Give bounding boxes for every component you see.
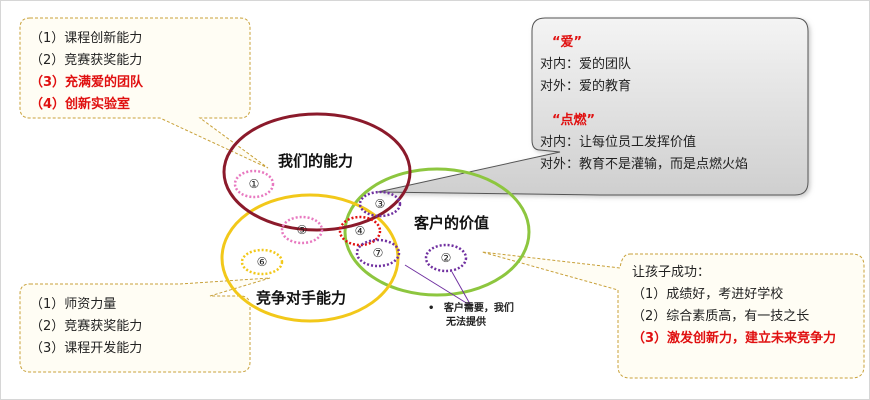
customer-value-item-1: （1）成绩好，考进好学校: [632, 287, 784, 302]
circle-customer-value: [343, 167, 531, 297]
note-line-1: 客户需要，我们: [443, 303, 514, 314]
our-ability-title: 我们的能力: [278, 152, 354, 170]
callout-bottom-left-shape: [19, 277, 271, 373]
customer-value-item-2: （2）综合素质高，有一技之长: [632, 309, 810, 324]
circle-our-ability: [222, 112, 412, 232]
region-1-label: ①: [248, 177, 260, 191]
callout-top-left-shape: [19, 17, 269, 169]
ignite-outer: 对外：教育不是灌输，而是点燃火焰: [540, 157, 749, 172]
our-ability-item-2: （2）竞赛获奖能力: [30, 53, 143, 68]
ignite-inner: 对内：让每位员工发挥价值: [540, 135, 697, 150]
love-inner: 对内：爱的团队: [540, 57, 632, 72]
region-6-label: ⑥: [256, 255, 268, 269]
region-5-label: ⑤: [296, 223, 308, 237]
competitor-item-2: （2）竞赛获奖能力: [30, 319, 143, 334]
our-ability-item-4: （4）创新实验室: [30, 97, 131, 112]
callout-bottom-right-shape: [481, 251, 865, 379]
note-pointer-line-2: [451, 271, 471, 305]
our-ability-item-1: （1）课程创新能力: [30, 31, 143, 46]
marker-6: [240, 248, 284, 276]
marker-4: [338, 215, 382, 247]
love-title: “爱”: [552, 35, 583, 50]
callout-top-left-text: （1）课程创新能力 （2）竞赛获奖能力 （3）充满爱的团队 （4）创新实验室: [30, 28, 143, 116]
region-2-label: ②: [440, 251, 452, 265]
love-outer: 对外：爱的教育: [540, 79, 632, 94]
callout-bottom-right-text: 让孩子成功： （1）成绩好，考进好学校 （2）综合素质高，有一技之长 （3）激发…: [632, 262, 836, 350]
ignite-title: “点燃”: [552, 113, 596, 128]
customer-value-heading: 让孩子成功：: [632, 265, 711, 280]
note-pointer-line-1: [404, 264, 469, 305]
marker-2: [424, 243, 468, 273]
callout-bottom-left-text: （1）师资力量 （2）竞赛获奖能力 （3）课程开发能力: [30, 294, 142, 360]
competitor-item-3: （3）课程开发能力: [30, 341, 143, 356]
note-line-2: 无法提供: [446, 317, 486, 328]
callout-top-right-shape: [377, 17, 809, 196]
competitor-ability-title: 竞争对手能力: [256, 289, 347, 307]
region-3-label: ③: [374, 197, 386, 211]
note-bullet: •: [428, 303, 435, 314]
unmet-need-note: • 客户需要，我们 无法提供: [428, 302, 514, 330]
customer-value-item-3: （3）激发创新力，建立未来竞争力: [632, 331, 837, 346]
region-7-label: ⑦: [372, 246, 384, 260]
customer-value-title: 客户的价值: [414, 214, 490, 232]
marker-1: [233, 169, 275, 199]
marker-5: [280, 215, 324, 245]
callout-top-right-text: “爱” 对内：爱的团队 对外：爱的教育 “点燃” 对内：让每位员工发挥价值 对外…: [540, 32, 748, 176]
our-ability-item-3: （3）充满爱的团队: [30, 75, 144, 90]
region-4-label: ④: [354, 224, 366, 238]
marker-7: [355, 238, 401, 268]
marker-3: [358, 190, 402, 218]
competitor-item-1: （1）师资力量: [30, 297, 117, 312]
